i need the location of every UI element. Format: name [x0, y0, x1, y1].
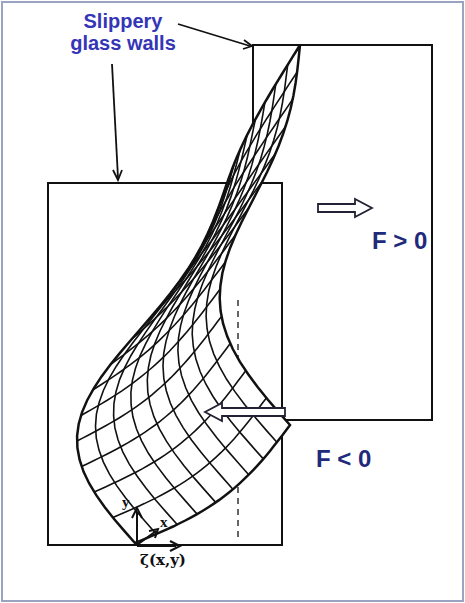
axis-label: y [122, 494, 136, 511]
sheet-outline [77, 45, 300, 543]
mesh-line [217, 72, 297, 211]
axis-y [136, 512, 138, 545]
mesh-line [175, 154, 276, 288]
axis-arrowhead [132, 508, 142, 518]
force-label: F > 0 [372, 228, 452, 254]
mesh-line [81, 289, 220, 415]
wall-label: Slippery glass walls [58, 10, 188, 54]
force-label: F < 0 [316, 446, 396, 472]
axis-label: x [160, 514, 174, 531]
mesh-line [111, 235, 236, 365]
axis-arrowhead [170, 541, 180, 551]
mesh-line [82, 344, 231, 467]
leader-arrowhead [243, 40, 252, 49]
deformed-sheet [77, 45, 300, 543]
leader-arrowhead [113, 170, 122, 180]
mesh-line [206, 65, 288, 442]
axis-x [137, 531, 156, 545]
axis-zeta [137, 545, 176, 547]
force-arrow-right [318, 199, 372, 217]
leader-line [112, 64, 118, 178]
mesh-line [206, 99, 293, 237]
leader-line [178, 24, 250, 46]
mesh-line [192, 126, 286, 262]
force-arrow-left [205, 403, 285, 421]
mesh-line [94, 371, 246, 492]
axis-arrowhead [149, 529, 158, 538]
axis-label: ζ(x,y) [140, 552, 210, 569]
mesh-line [154, 181, 263, 314]
